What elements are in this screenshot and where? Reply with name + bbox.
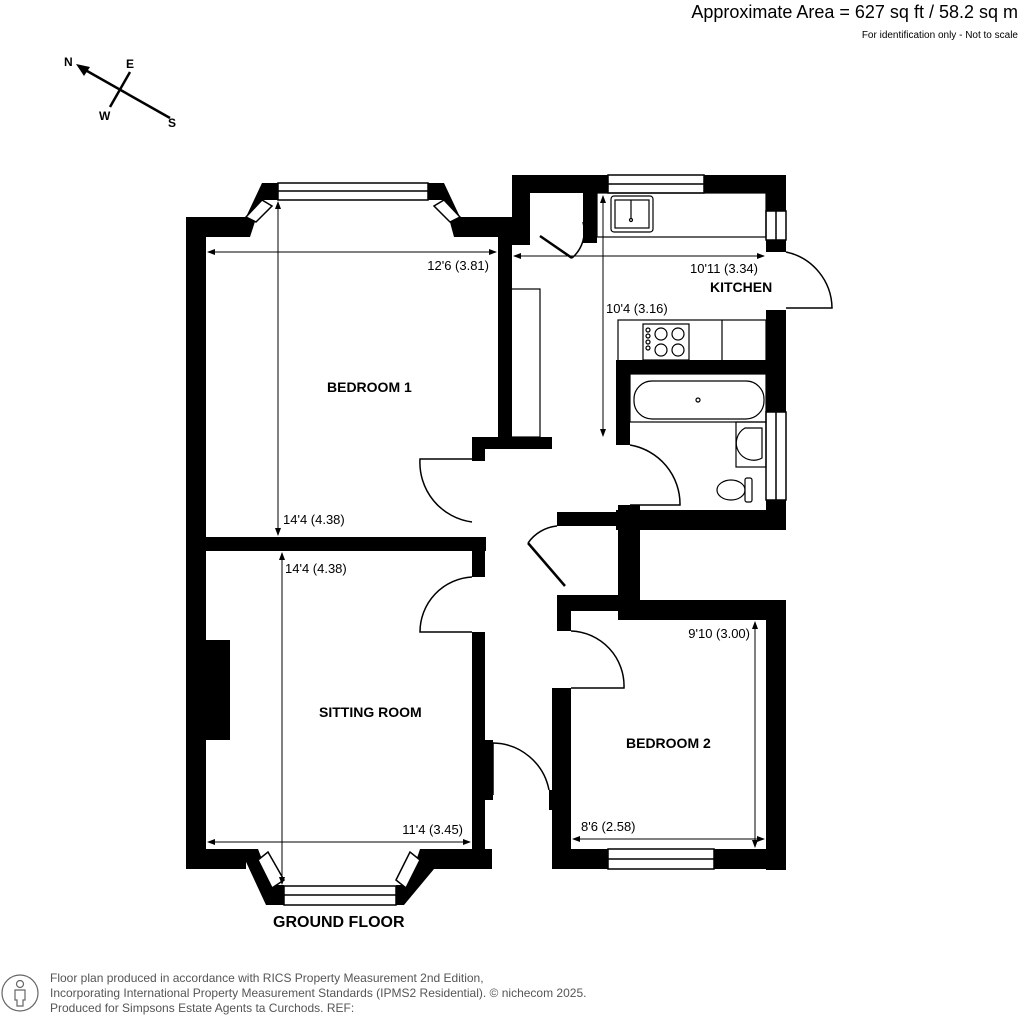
footer-line-3: Produced for Simpsons Estate Agents ta C… <box>50 1001 355 1015</box>
floor-label: GROUND FLOOR <box>273 914 405 931</box>
scale-note: For identification only - Not to scale <box>861 30 1018 41</box>
compass-icon: N E W S <box>64 55 176 130</box>
kitchen-width-dim: 10'11 (3.34) <box>690 261 758 276</box>
compass-east-label: E <box>126 57 134 71</box>
compass-north-label: N <box>64 55 73 69</box>
footer-disclaimer: Floor plan produced in accordance with R… <box>50 971 586 1016</box>
kitchen-worktop-top <box>596 192 767 238</box>
basin-icon <box>735 427 763 461</box>
bedroom2-length-dim: 9'10 (3.00) <box>688 626 750 641</box>
bedroom1-width-dim: 12'6 (3.81) <box>427 258 489 273</box>
person-icon <box>1 974 39 1012</box>
toilet-icon <box>716 479 746 501</box>
bath-outline <box>629 373 767 423</box>
kitchen-worktop-bottom <box>617 319 767 363</box>
bedroom2-width-dim: 8'6 (2.58) <box>581 819 636 834</box>
approximate-area-title: Approximate Area = 627 sq ft / 58.2 sq m <box>691 2 1018 22</box>
room-label-sitting-room: SITTING ROOM <box>319 704 422 720</box>
wardrobe <box>509 288 541 438</box>
room-label-bedroom-2: BEDROOM 2 <box>626 735 711 751</box>
footer-line-1: Floor plan produced in accordance with R… <box>50 971 484 985</box>
windows <box>244 174 787 906</box>
bedroom1-length-dim: 14'4 (4.38) <box>283 512 345 527</box>
bedroom1-bay-left <box>244 199 274 223</box>
compass-south-label: S <box>168 116 176 130</box>
walls <box>186 175 786 905</box>
sitting-bay-right <box>395 850 421 890</box>
room-label-kitchen: KITCHEN <box>710 279 772 295</box>
hob-icon <box>642 323 690 361</box>
kitchen-length-dim: 10'4 (3.16) <box>606 301 668 316</box>
compass-west-label: W <box>99 109 111 123</box>
bathroom-fittings <box>629 373 767 503</box>
sink-icon <box>610 195 654 233</box>
footer-line-2: Incorporating International Property Mea… <box>50 986 587 1000</box>
sitting-width-dim: 11'4 (3.45) <box>402 822 463 837</box>
dimension-lines <box>207 195 765 885</box>
bath-icon <box>633 380 765 420</box>
room-label-bedroom-1: BEDROOM 1 <box>327 379 412 395</box>
sitting-length-dim: 14'4 (4.38) <box>285 561 347 576</box>
kitchen-fittings <box>509 192 767 438</box>
bedroom1-bay-right <box>432 199 462 223</box>
